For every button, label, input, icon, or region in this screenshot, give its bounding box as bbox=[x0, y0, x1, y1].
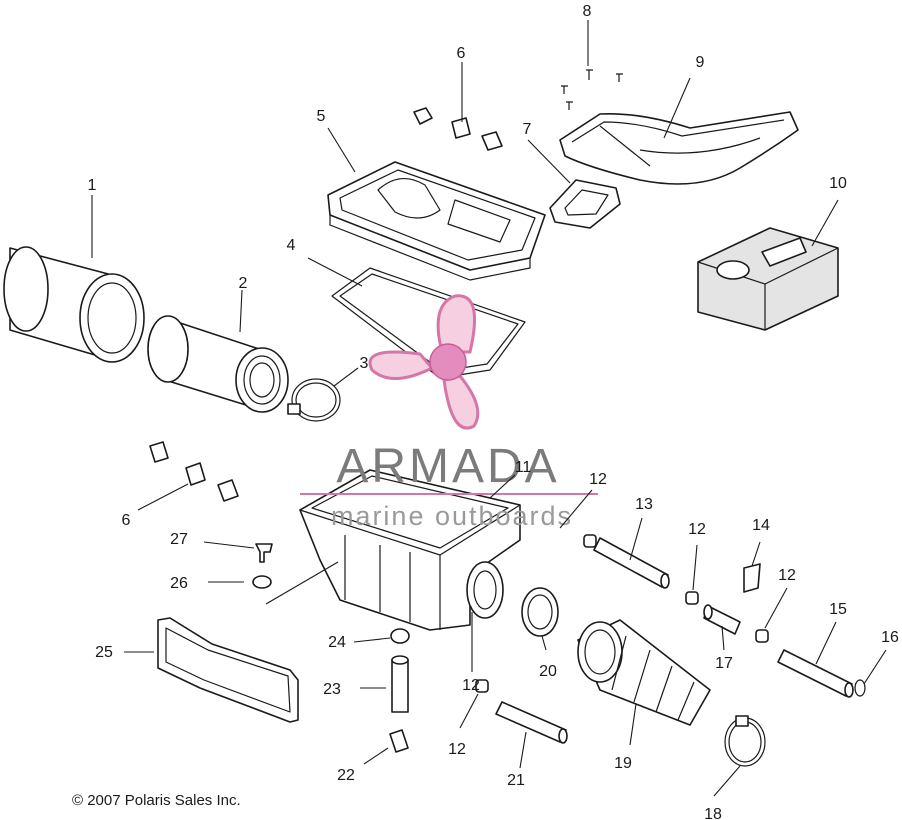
watermark-subtitle: marine outboards bbox=[331, 501, 573, 531]
part-8-screws bbox=[561, 69, 623, 110]
callout-20: 20 bbox=[539, 663, 557, 680]
callout-16: 16 bbox=[881, 629, 899, 646]
callout-25: 25 bbox=[95, 644, 113, 661]
copyright-notice: © 2007 Polaris Sales Inc. bbox=[72, 792, 241, 809]
part-1-prefilter-sleeve bbox=[3, 246, 145, 363]
part-9-intake-duct bbox=[559, 111, 799, 185]
callout-14: 14 bbox=[752, 517, 770, 534]
part-11-airbox-base bbox=[299, 469, 521, 631]
part-2-air-filter bbox=[147, 315, 289, 413]
callout-12-e: 12 bbox=[462, 677, 480, 694]
armada-watermark: ARMADA marine outboards bbox=[300, 294, 598, 531]
part-3-clamp bbox=[287, 378, 341, 422]
part-7-gasket bbox=[549, 179, 621, 229]
callout-8: 8 bbox=[583, 3, 592, 20]
leader-lines bbox=[91, 20, 887, 797]
part-24-grommet bbox=[390, 628, 410, 644]
callout-12-b: 12 bbox=[688, 521, 706, 538]
callout-24: 24 bbox=[328, 634, 346, 651]
part-15-tube bbox=[777, 649, 854, 698]
callout-22: 22 bbox=[337, 767, 355, 784]
callout-12-a: 12 bbox=[589, 471, 607, 488]
callout-7: 7 bbox=[523, 121, 532, 138]
part-27-screw bbox=[255, 543, 273, 563]
callout-15: 15 bbox=[829, 601, 847, 618]
part-20-coupler bbox=[521, 587, 559, 637]
callout-19: 19 bbox=[614, 755, 632, 772]
part-19-intake-boot bbox=[577, 619, 711, 726]
callout-18: 18 bbox=[704, 806, 722, 820]
part-22-drain-valve bbox=[389, 729, 409, 753]
part-17-fitting bbox=[703, 604, 741, 635]
callout-13: 13 bbox=[635, 496, 653, 513]
callout-9: 9 bbox=[696, 54, 705, 71]
callout-5: 5 bbox=[317, 108, 326, 125]
part-6-clips-left bbox=[149, 441, 239, 502]
callout-11: 11 bbox=[515, 459, 532, 476]
callout-17: 17 bbox=[715, 655, 733, 672]
callout-12-c: 12 bbox=[778, 567, 796, 584]
callout-4: 4 bbox=[287, 237, 296, 254]
part-10-foam-block bbox=[697, 227, 839, 331]
callout-26: 26 bbox=[170, 575, 188, 592]
part-6-clips-top bbox=[413, 107, 503, 151]
part-23-drain-tube bbox=[391, 655, 409, 713]
part-26-grommet bbox=[252, 575, 272, 589]
part-14-bracket bbox=[743, 563, 761, 593]
part-5-airbox-lid bbox=[327, 161, 546, 281]
watermark-title: ARMADA bbox=[336, 440, 559, 493]
callout-labels: 1 2 3 4 5 6 7 8 9 10 6 11 12 13 12 14 12… bbox=[88, 3, 899, 820]
callout-21: 21 bbox=[507, 772, 525, 789]
callout-12-d: 12 bbox=[448, 741, 466, 758]
part-13-tube bbox=[593, 537, 670, 589]
callout-27: 27 bbox=[170, 531, 188, 548]
callout-6-top: 6 bbox=[457, 45, 466, 62]
callout-6-left: 6 bbox=[122, 512, 131, 529]
propeller-logo-icon bbox=[368, 294, 480, 430]
callout-10: 10 bbox=[829, 175, 847, 192]
part-18-clamp bbox=[724, 715, 766, 767]
part-12-hoses bbox=[475, 534, 769, 693]
part-21-tube bbox=[495, 701, 568, 744]
callout-23: 23 bbox=[323, 681, 341, 698]
part-25-seal-plate bbox=[157, 617, 299, 723]
callout-2: 2 bbox=[239, 275, 248, 292]
part-16-clip bbox=[854, 679, 866, 697]
callout-1: 1 bbox=[88, 177, 97, 194]
callout-3: 3 bbox=[360, 355, 369, 372]
